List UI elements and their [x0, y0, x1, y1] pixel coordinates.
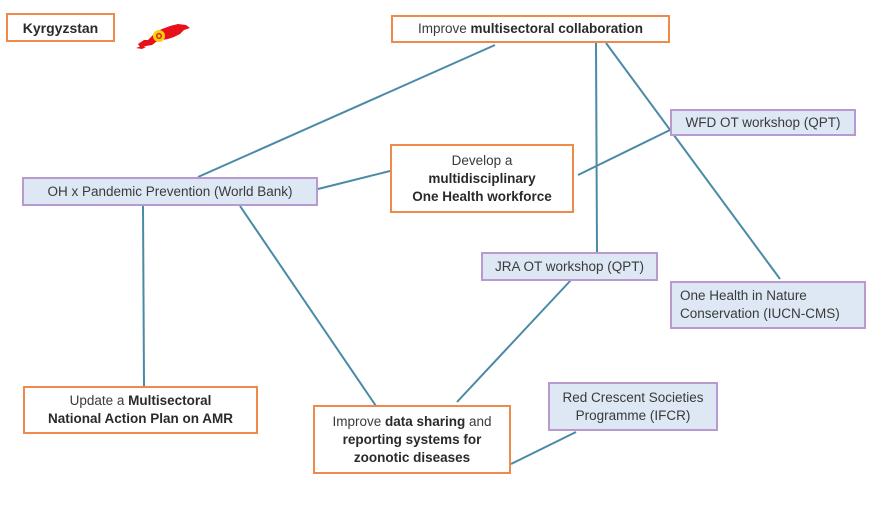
label-line: Programme (IFCR)	[575, 407, 691, 423]
label-line: National Action Plan on AMR	[48, 410, 233, 428]
bold-text: One Health workforce	[412, 188, 552, 204]
edge-workforce-wfd	[577, 129, 671, 176]
label-line: One Health workforce	[412, 188, 552, 206]
label-line: Red Crescent Societies	[562, 389, 704, 405]
bold-text: multisectoral collaboration	[470, 21, 644, 36]
edge-multisectoral-jra	[595, 42, 598, 254]
node-multisectoral-collaboration: Improve multisectoral collaboration	[391, 15, 670, 43]
text: Update a	[69, 393, 129, 408]
label-line: Improve data sharing and	[332, 413, 491, 431]
bold-text: Multisectoral	[128, 393, 212, 408]
edge-oh-pandemic-workforce	[317, 170, 391, 190]
edge-jra-data-sharing	[456, 279, 572, 403]
node-label: Improve multisectoral collaboration	[418, 20, 643, 38]
node-label: OH x Pandemic Prevention (World Bank)	[47, 183, 293, 199]
label-line: multidisciplinary	[412, 170, 552, 188]
edge-oh-pandemic-data-sharing	[239, 205, 377, 407]
bold-text: multidisciplinary	[428, 170, 536, 186]
edge-oh-pandemic-amr	[142, 205, 145, 387]
node-label: JRA OT workshop (QPT)	[494, 258, 645, 274]
node-oh-pandemic-prevention: OH x Pandemic Prevention (World Bank)	[22, 177, 318, 206]
bold-text: data sharing	[384, 413, 466, 429]
label-line: Conservation (IUCN-CMS)	[680, 306, 840, 321]
node-wfd-ot-workshop: WFD OT workshop (QPT)	[670, 109, 856, 136]
text: Improve	[332, 413, 385, 429]
label-line: One Health in Nature	[680, 288, 807, 303]
country-title: Kyrgyzstan	[6, 13, 115, 42]
text: Develop a	[451, 152, 513, 168]
edge-multisectoral-oh-pandemic	[197, 44, 496, 178]
bold-text: zoonotic diseases	[353, 449, 471, 465]
edge-data-sharing-red-crescent	[510, 431, 577, 465]
edge-multisectoral-iucn	[605, 42, 781, 280]
label-line: Update a Multisectoral	[48, 392, 233, 410]
bold-text: National Action Plan on AMR	[48, 411, 233, 426]
text: Improve	[417, 21, 471, 36]
bold-text: reporting systems for	[342, 431, 482, 447]
label-line: zoonotic diseases	[332, 449, 491, 467]
kyrgyzstan-map-flag-icon	[136, 24, 190, 49]
label-line: Develop a	[412, 152, 552, 170]
label-line: reporting systems for	[332, 431, 491, 449]
text: and	[465, 413, 492, 429]
node-label: WFD OT workshop (QPT)	[685, 114, 841, 130]
node-jra-ot-workshop: JRA OT workshop (QPT)	[481, 252, 658, 281]
